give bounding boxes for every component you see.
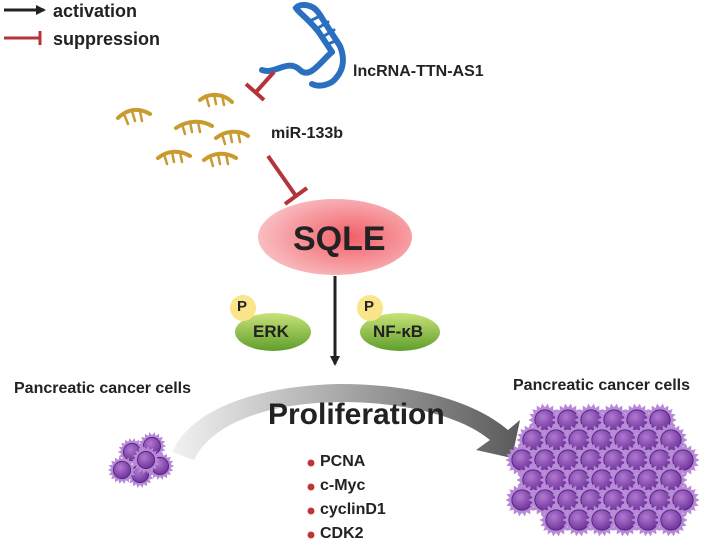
nfkb-phospho-icon	[357, 295, 383, 321]
marker-cmyc: c-Myc	[320, 477, 366, 494]
marker-pcna: PCNA	[320, 453, 366, 470]
small-tumor-cluster-icon	[107, 432, 175, 488]
erk-node	[230, 295, 311, 351]
sqle-node	[258, 199, 412, 275]
nfkb-node	[357, 295, 440, 351]
sqle-label: SQLE	[293, 220, 386, 258]
lncrna-hairpin-icon	[259, 1, 346, 89]
mirna-suppresses-sqle-arrow	[266, 154, 309, 206]
legend	[4, 5, 46, 45]
erk-phospho-label: P	[237, 298, 248, 315]
mirna-label: miR-133b	[271, 125, 344, 142]
proliferation-label: Proliferation	[268, 398, 445, 431]
legend-activation-label: activation	[53, 1, 138, 21]
mirna-cluster-icon	[116, 92, 250, 168]
nfkb-label: NF-κB	[373, 322, 424, 341]
tumor-cell	[112, 460, 132, 480]
tumor-cell	[672, 489, 694, 511]
lncrna-label: lncRNA-TTN-AS1	[353, 63, 484, 80]
erk-label: ERK	[253, 322, 289, 341]
tumor-cell	[660, 509, 682, 531]
lncrna-suppresses-mirna-arrow	[244, 70, 276, 102]
legend-suppression-label: suppression	[53, 29, 161, 49]
right-cells-label: Pancreatic cancer cells	[513, 377, 691, 394]
tumor-cell	[136, 450, 156, 470]
large-tumor-cluster-icon	[505, 403, 700, 537]
erk-phospho-icon	[230, 295, 256, 321]
marker-cyclind1: cyclinD1	[320, 501, 386, 518]
left-cells-label: Pancreatic cancer cells	[14, 380, 192, 397]
marker-bullets	[307, 459, 315, 539]
nfkb-phospho-label: P	[364, 298, 375, 315]
marker-cdk2: CDK2	[320, 525, 364, 542]
proliferation-curve-arrow	[172, 384, 520, 460]
tumor-cell	[672, 449, 694, 471]
